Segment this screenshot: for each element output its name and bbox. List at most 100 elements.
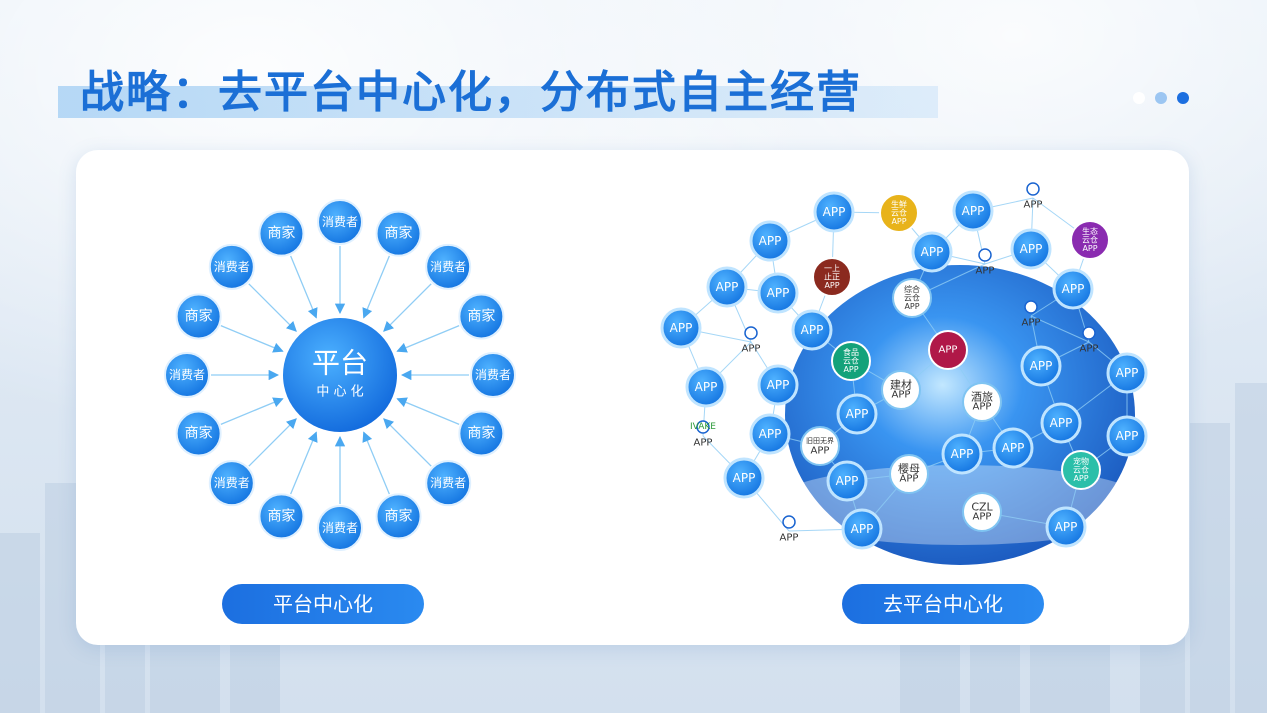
ring-node-label: 消费者 — [475, 368, 511, 382]
merchant-node: 商家 — [259, 494, 303, 538]
brand-name: 宠物 — [1073, 456, 1089, 466]
arrow-link — [397, 326, 459, 352]
arrow-link — [384, 419, 431, 466]
merchant-node: 商家 — [259, 212, 303, 256]
brand-app-node-chongwu: 宠物云仓APP — [1062, 451, 1100, 489]
consumer-node: 消费者 — [165, 353, 209, 397]
arrow-link — [397, 399, 459, 425]
consumer-node: 消费者 — [318, 506, 362, 550]
ring-node-label: 消费者 — [430, 476, 466, 490]
app-label: APP — [1055, 520, 1078, 534]
logo-globe-icon: APP — [1024, 183, 1043, 211]
app-label: APP — [976, 266, 995, 277]
app-label: APP — [900, 474, 919, 485]
brand-name: 综合 — [904, 284, 920, 294]
app-node: APP — [843, 510, 881, 548]
centralized-button[interactable]: 平台中心化 — [222, 584, 424, 624]
ring-node-label: 消费者 — [322, 521, 358, 535]
ring-node-label: 消费者 — [322, 215, 358, 229]
app-node: APP — [662, 309, 700, 347]
brand-app-node-jiancai: 建材APP — [882, 371, 920, 409]
app-node: APP — [815, 193, 853, 231]
app-label: APP — [851, 522, 874, 536]
consumer-node: 消费者 — [471, 353, 515, 397]
ring-node-label: 商家 — [467, 425, 495, 442]
app-label: APP — [1116, 366, 1139, 380]
brand-name: 止正 — [824, 272, 840, 282]
app-node: APP — [1012, 230, 1050, 268]
brand-name: 生态 — [1082, 226, 1098, 236]
app-node: APP — [751, 222, 789, 260]
brand-name: 云仓 — [904, 293, 920, 303]
decentralized-diagram: APP APP APP APP APP APP APP APP APP APP APP APP APP A… — [662, 183, 1150, 565]
brand-name: 云仓 — [891, 208, 907, 218]
arrow-link — [291, 432, 317, 494]
app-label: APP — [843, 365, 858, 374]
app-label: APP — [1022, 318, 1041, 329]
brand-name: 云仓 — [1082, 235, 1098, 245]
brand-name: 云仓 — [1073, 465, 1089, 475]
brand-name: 云仓 — [843, 356, 859, 366]
arrow-link — [249, 284, 296, 331]
ring-node-label: 消费者 — [430, 260, 466, 274]
app-label: APP — [1024, 200, 1043, 211]
arrow-link — [291, 256, 317, 318]
consumer-node: 消费者 — [426, 461, 470, 505]
app-label: APP — [759, 427, 782, 441]
app-label: APP — [767, 286, 790, 300]
app-label: APP — [824, 281, 839, 290]
app-label: APP — [892, 390, 911, 401]
arrow-link — [249, 419, 296, 466]
app-label: APP — [811, 446, 830, 457]
app-label: APP — [823, 205, 846, 219]
app-label: APP — [1002, 441, 1025, 455]
arrow-link — [364, 432, 390, 494]
app-label: APP — [733, 471, 756, 485]
app-label: APP — [1020, 242, 1043, 256]
decentralized-button[interactable]: 去平台中心化 — [842, 584, 1044, 624]
app-node: APP — [725, 459, 763, 497]
merchant-node: 商家 — [377, 494, 421, 538]
brand-app-node-zonghe: 综合云仓APP — [893, 279, 931, 317]
ring-node-label: 商家 — [185, 307, 213, 324]
app-label: APP — [801, 323, 824, 337]
ring-node-label: 商家 — [267, 225, 295, 242]
app-label: APP — [780, 533, 799, 544]
brand-name: 生鲜 — [891, 199, 907, 209]
app-label: APP — [1050, 416, 1073, 430]
brand-name: 旧田无界 — [806, 437, 834, 445]
app-node: APP — [838, 395, 876, 433]
ivake-logo-text: IVAKE — [690, 422, 716, 432]
ring-node-label: 商家 — [385, 225, 413, 242]
consumer-node: 消费者 — [210, 245, 254, 289]
arrow-link — [221, 399, 283, 425]
ring-node-label: 商家 — [467, 307, 495, 324]
app-label: APP — [1116, 429, 1139, 443]
app-label: APP — [695, 380, 718, 394]
ring-node-label: 消费者 — [169, 368, 205, 382]
consumer-node: 消费者 — [426, 245, 470, 289]
app-label: APP — [973, 402, 992, 413]
app-node: APP — [1042, 404, 1080, 442]
app-label: APP — [716, 280, 739, 294]
app-node: APP — [759, 274, 797, 312]
brand-app-node-magnet: APP — [929, 331, 967, 369]
app-node: APP — [1108, 354, 1146, 392]
brand-app-node-czl: CZLAPP — [963, 493, 1001, 531]
app-node: APP — [1108, 417, 1146, 455]
merchant-node: 商家 — [459, 412, 503, 456]
app-node: APP — [793, 311, 831, 349]
consumer-node: 消费者 — [210, 461, 254, 505]
app-label: APP — [939, 345, 958, 356]
ring-node-label: 商家 — [185, 425, 213, 442]
app-label: APP — [962, 204, 985, 218]
app-node: APP — [1022, 347, 1060, 385]
brand-name: 食品 — [843, 347, 859, 357]
merchant-node: 商家 — [459, 294, 503, 338]
arrow-link — [221, 326, 283, 352]
